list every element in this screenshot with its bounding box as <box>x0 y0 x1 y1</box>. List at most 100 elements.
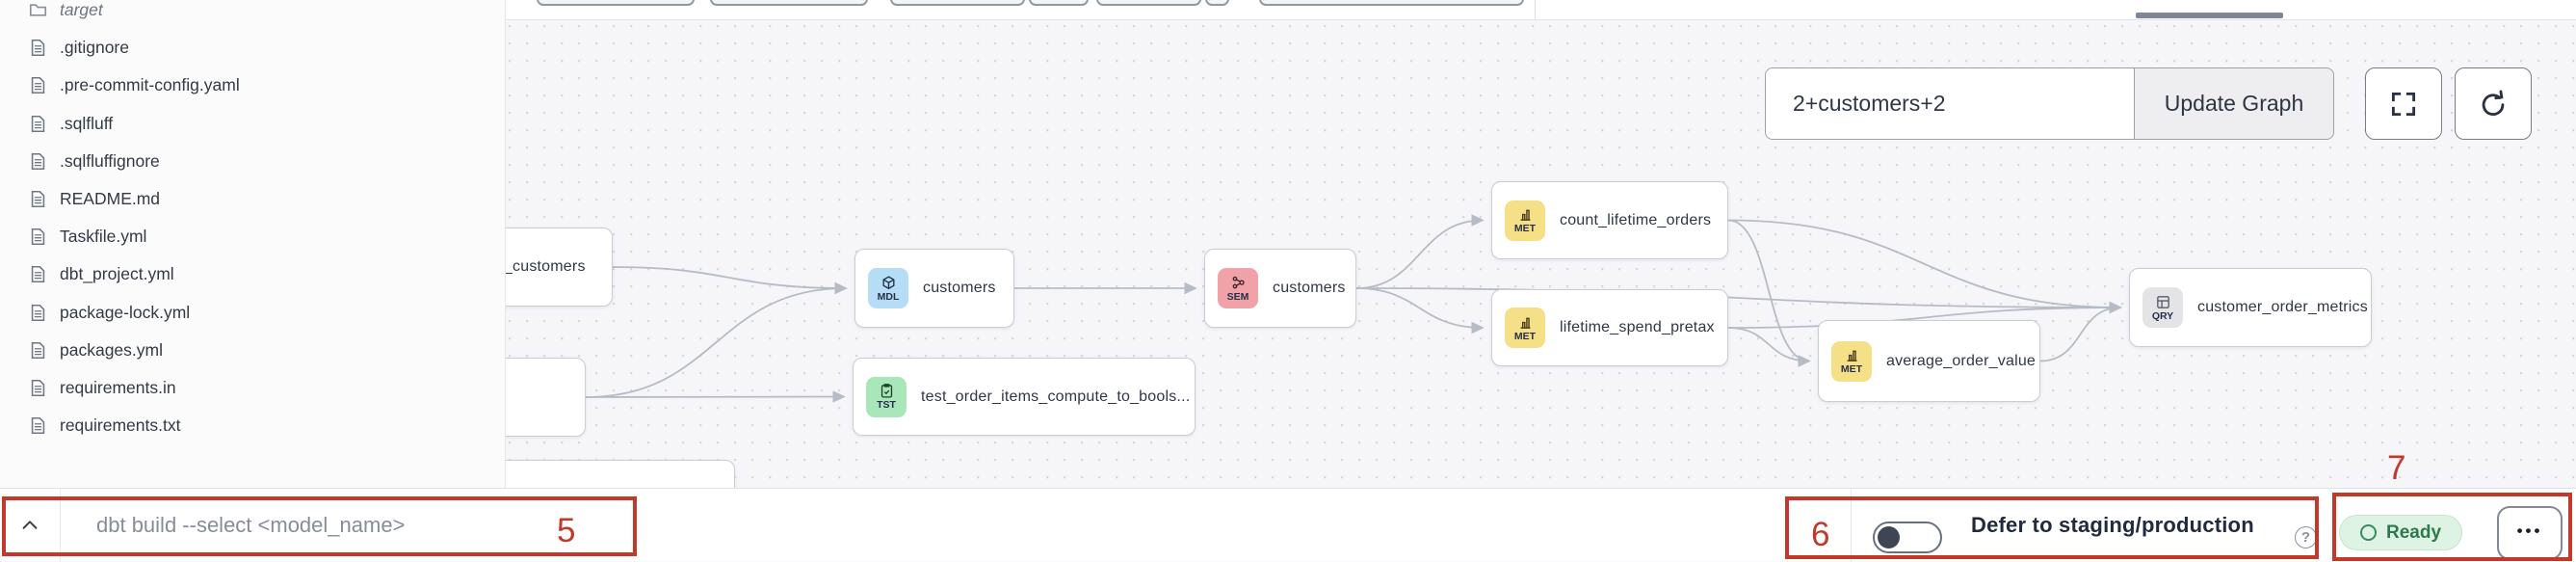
node-badge-met: MET <box>1505 200 1545 241</box>
status-label: Ready <box>2385 522 2442 543</box>
toolbar-button-cutoff-6[interactable] <box>1205 0 1229 6</box>
node-badge-sem: SEM <box>1218 268 1258 308</box>
node-badge-qry: QRY <box>2142 287 2183 328</box>
defer-toggle[interactable] <box>1873 522 1942 553</box>
tree-item-label: Taskfile.yml <box>60 227 147 247</box>
file-icon <box>29 39 47 57</box>
node-badge-label: QRY <box>2151 309 2174 322</box>
tree-file-readme-md[interactable]: README.md <box>0 180 505 218</box>
graph-node-average_order_value[interactable]: MET average_order_value <box>1818 320 2040 402</box>
node-label: average_order_value <box>1886 352 2037 369</box>
status-badge: Ready <box>2339 515 2462 550</box>
lineage-toolbar: 2+customers+2 Update Graph <box>1765 67 2334 140</box>
refresh-icon <box>2482 90 2505 116</box>
node-badge-label: MET <box>1840 363 1863 376</box>
file-tree-panel: target .gitignore .pre-commit-config.yaml.… <box>0 0 506 488</box>
graph-node-customers_mdl[interactable]: MDL customers <box>854 249 1014 328</box>
top-strip <box>0 0 2576 20</box>
toolbar-button-cutoff-1[interactable] <box>537 0 695 6</box>
node-label: stg_customers <box>483 258 586 275</box>
ellipsis-icon: ••• <box>2516 521 2543 540</box>
semantic-icon <box>1230 275 1247 291</box>
command-input[interactable]: dbt build --select <model_name> <box>96 513 406 537</box>
metric-icon <box>1844 347 1860 363</box>
file-icon <box>29 416 47 435</box>
tree-file--gitignore[interactable]: .gitignore <box>0 29 505 67</box>
tree-item-label: packages.yml <box>60 339 163 360</box>
edge-lifetime_spend_pretax-to-average_order_value <box>1727 327 1811 367</box>
defer-toggle-knob <box>1878 526 1900 549</box>
node-badge-label: MDL <box>877 290 900 303</box>
node-badge-met: MET <box>1831 340 1872 382</box>
tree-file-taskfile-yml[interactable]: Taskfile.yml <box>0 218 505 255</box>
toolbar-button-cutoff-4[interactable] <box>1029 0 1089 6</box>
folder-icon <box>29 1 47 19</box>
node-badge-mdl: MDL <box>868 268 908 308</box>
edge-count_lifetime_orders-to-average_order_value <box>1727 219 1811 367</box>
node-label: customer_order_metrics <box>2197 299 2368 315</box>
tree-file-package-lock-yml[interactable]: package-lock.yml <box>0 294 505 332</box>
toolbar-button-cutoff-2[interactable] <box>710 0 868 6</box>
node-label: lifetime_spend_pretax <box>1560 319 1715 335</box>
tree-file-dbt-project-yml[interactable]: dbt_project.yml <box>0 255 505 293</box>
node-badge-label: TST <box>877 399 896 412</box>
tree-file-requirements-in[interactable]: requirements.in <box>0 369 505 407</box>
tree-item-label: README.md <box>60 189 161 208</box>
tree-item-label: requirements.txt <box>60 415 181 436</box>
collapse-command-bar-button[interactable] <box>0 489 61 562</box>
file-icon <box>29 304 47 322</box>
tree-file-requirements-txt[interactable]: requirements.txt <box>0 407 505 444</box>
tree-file--pre-commit-config-yaml[interactable]: .pre-commit-config.yaml <box>0 67 505 104</box>
node-badge-label: MET <box>1513 330 1537 342</box>
node-badge-met: MET <box>1505 308 1545 348</box>
graph-node-lifetime_spend_pretax[interactable]: MET lifetime_spend_pretax <box>1491 289 1728 366</box>
file-icon <box>29 190 47 208</box>
edge-customers_sem-to-count_lifetime_orders <box>1355 214 1485 289</box>
pane-divider <box>1535 0 1536 19</box>
graph-node-customer_order_metrics[interactable]: QRY customer_order_metrics <box>2129 268 2372 347</box>
tree-item-label: .gitignore <box>60 38 129 58</box>
active-tab-indicator <box>2136 13 2283 18</box>
tree-file--sqlfluff[interactable]: .sqlfluff <box>0 105 505 143</box>
lineage-selector-input[interactable]: 2+customers+2 <box>1765 67 2134 140</box>
tree-item-label: .pre-commit-config.yaml <box>60 75 240 95</box>
file-icon <box>29 152 47 171</box>
edge-orders-to-test_order_items <box>585 390 846 403</box>
file-icon <box>29 341 47 360</box>
graph-node-customers_sem[interactable]: SEM customers <box>1204 249 1356 328</box>
edge-stg_customers-to-customers_mdl <box>612 266 848 295</box>
command-bar-divider <box>1851 489 1852 562</box>
tree-item-label: package-lock.yml <box>60 302 191 322</box>
refresh-button[interactable] <box>2455 67 2532 140</box>
tree-folder-target[interactable]: target <box>0 0 505 29</box>
query-icon <box>2155 294 2171 310</box>
tree-item-label: .sqlfluff <box>60 113 114 133</box>
tree-file--sqlfluffignore[interactable]: .sqlfluffignore <box>0 143 505 180</box>
node-badge-tst: TST <box>866 376 907 417</box>
node-badge-label: SEM <box>1226 290 1249 303</box>
fullscreen-button[interactable] <box>2365 67 2442 140</box>
ring-icon <box>2359 524 2377 541</box>
tree-item-label: target <box>60 0 103 19</box>
edge-customers_sem-to-lifetime_spend_pretax <box>1355 287 1485 335</box>
node-label: customers <box>923 280 996 296</box>
edge-lifetime_spend_pretax-to-customer_order_metrics <box>1727 301 2122 329</box>
update-graph-button[interactable]: Update Graph <box>2134 67 2334 140</box>
toolbar-button-cutoff-5[interactable] <box>1096 0 1201 6</box>
toolbar-button-cutoff-7[interactable] <box>1259 0 1524 6</box>
file-icon <box>29 379 47 397</box>
node-label: customers <box>1273 280 1346 296</box>
metric-icon <box>1517 314 1534 331</box>
tree-file-packages-yml[interactable]: packages.yml <box>0 332 505 369</box>
toolbar-button-cutoff-3[interactable] <box>890 0 1025 6</box>
overflow-menu-button[interactable]: ••• <box>2497 506 2563 560</box>
cube-icon <box>881 275 897 291</box>
help-icon[interactable]: ? <box>2295 526 2317 549</box>
file-icon <box>29 227 47 246</box>
tree-item-label: dbt_project.yml <box>60 264 174 284</box>
command-bar: dbt build --select <model_name> Defer to… <box>0 488 2576 562</box>
edge-customers_sem-to-customer_order_metrics <box>1355 287 2122 314</box>
